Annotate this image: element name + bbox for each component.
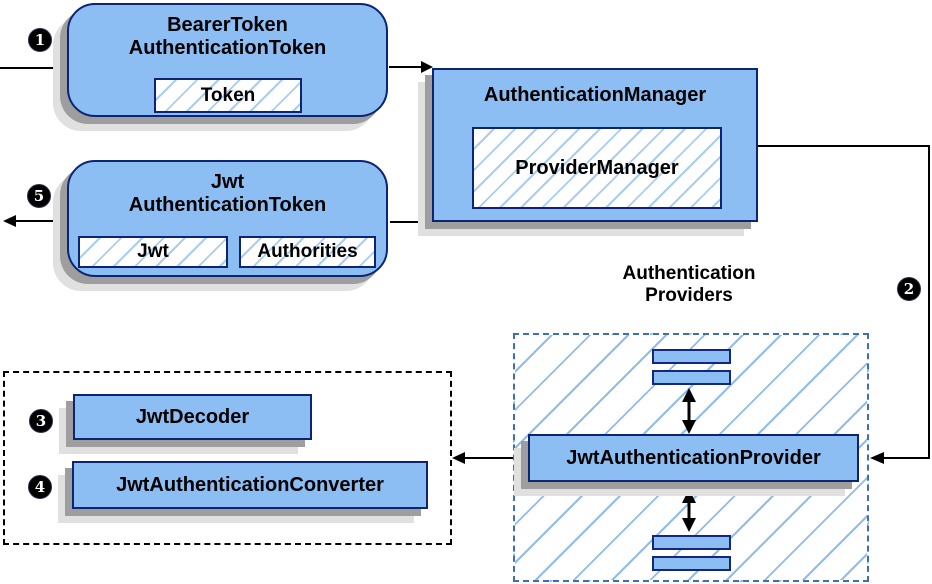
arrowhead-left-icon bbox=[870, 452, 884, 464]
jwt-decoder-label: JwtDecoder bbox=[135, 405, 250, 428]
arrow-jwt-token-outgoing bbox=[3, 215, 66, 227]
token-field-label: Token bbox=[200, 84, 256, 106]
step-4-number: 4 bbox=[34, 478, 46, 496]
authorities-field: Authorities bbox=[239, 236, 376, 268]
arrowhead-left-icon bbox=[452, 452, 465, 464]
provider-manager-label: ProviderManager bbox=[515, 156, 679, 179]
jwt-decoder-node: JwtDecoder bbox=[73, 394, 312, 440]
arrowhead-up-icon bbox=[682, 388, 696, 402]
arrow-manager-to-provider bbox=[758, 145, 930, 464]
bearer-token-authentication-token-node: BearerToken AuthenticationToken Token bbox=[67, 3, 388, 117]
jwt-authentication-converter-node: JwtAuthenticationConverter bbox=[72, 461, 428, 509]
step-5-badge: 5 bbox=[27, 184, 51, 208]
providers-title-line1: Authentication bbox=[622, 263, 756, 284]
authorities-field-label: Authorities bbox=[257, 241, 358, 262]
step-1-badge: 1 bbox=[28, 28, 52, 52]
step-5-number: 5 bbox=[33, 187, 45, 205]
token-field: Token bbox=[154, 78, 302, 113]
bearer-node-title: BearerToken AuthenticationToken bbox=[69, 5, 386, 60]
arrowhead-down-icon bbox=[682, 518, 696, 532]
arrowhead-left-icon bbox=[3, 215, 16, 227]
step-2-number: 2 bbox=[903, 280, 915, 298]
authentication-providers-title: Authentication Providers bbox=[589, 263, 789, 307]
arrowhead-down-icon bbox=[682, 420, 696, 434]
jwt-title-line1: Jwt bbox=[210, 171, 245, 193]
double-arrow-bottom bbox=[682, 489, 696, 532]
provider-placeholder-bar bbox=[652, 349, 731, 364]
double-arrow-top bbox=[682, 388, 696, 434]
arrowhead-up-icon bbox=[682, 489, 696, 503]
jwt-authentication-provider-node: JwtAuthenticationProvider bbox=[528, 434, 859, 482]
providers-title-line2: Providers bbox=[645, 285, 733, 306]
authentication-manager-node: AuthenticationManager ProviderManager bbox=[432, 68, 758, 222]
arrow-provider-to-converters bbox=[452, 452, 513, 464]
bearer-title-line2: AuthenticationToken bbox=[128, 37, 327, 59]
provider-placeholder-bar bbox=[652, 535, 731, 550]
step-1-number: 1 bbox=[34, 31, 46, 49]
provider-manager-field: ProviderManager bbox=[472, 127, 722, 209]
jwt-authentication-provider-label: JwtAuthenticationProvider bbox=[566, 446, 821, 469]
step-2-badge: 2 bbox=[897, 277, 921, 301]
provider-placeholder-bar bbox=[652, 556, 731, 571]
jwt-title-line2: AuthenticationToken bbox=[128, 194, 327, 216]
jwt-authentication-token-node: Jwt AuthenticationToken Jwt Authorities bbox=[67, 160, 388, 277]
step-3-number: 3 bbox=[35, 412, 47, 430]
bearer-title-line1: BearerToken bbox=[167, 14, 288, 36]
step-4-badge: 4 bbox=[28, 475, 52, 499]
arrow-bearer-to-manager bbox=[389, 61, 433, 73]
manager-node-title: AuthenticationManager bbox=[483, 84, 707, 106]
jwt-authentication-converter-label: JwtAuthenticationConverter bbox=[116, 473, 384, 496]
jwt-field-label: Jwt bbox=[137, 241, 169, 262]
provider-placeholder-bar bbox=[652, 370, 731, 385]
jwt-field: Jwt bbox=[78, 236, 228, 268]
step-3-badge: 3 bbox=[29, 409, 53, 433]
arrowhead-right-icon bbox=[421, 61, 433, 73]
jwt-node-title: Jwt AuthenticationToken bbox=[69, 162, 386, 217]
